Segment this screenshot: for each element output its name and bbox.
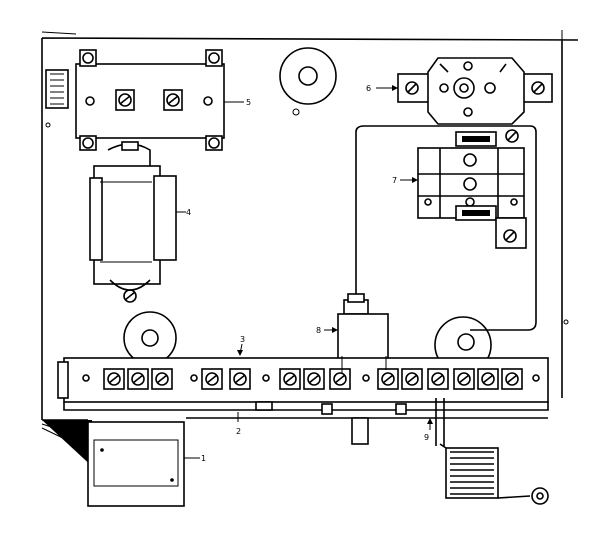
terminal-screw-slot [458,374,470,384]
terminal-screw-slot [234,374,246,384]
grommet-left [123,311,177,365]
terminal-screw-head [431,372,445,386]
terminal-screw-slot [482,374,494,384]
callout-6: 6 [366,84,371,93]
terminal-screw-head [307,372,321,386]
terminal-screw-slot [506,374,518,384]
terminal-screw-head [131,372,145,386]
terminal-screw-head [333,372,347,386]
terminal-screw-head [457,372,471,386]
relay-7 [400,129,527,249]
terminal-screw-head [481,372,495,386]
coil-9 [427,398,549,505]
transformer-4 [89,141,186,303]
terminal-screw-slot [108,374,120,384]
terminal-screw-slot [334,374,346,384]
terminal-screw-head [155,372,169,386]
wire-loop [355,125,537,331]
grommet-top [279,47,337,105]
terminal-screw-head [107,372,121,386]
terminal-screw-head [283,372,297,386]
callout-1: 1 [201,454,206,463]
terminal-screw-slot [432,374,444,384]
terminal-screw-slot [156,374,168,384]
terminal-strip-3 [57,343,549,415]
terminal-screw-head [405,372,419,386]
callout-4: 4 [186,208,191,217]
callout-9: 9 [424,433,429,442]
callout-5: 5 [246,98,251,107]
edge-grommet [45,69,69,109]
callout-3: 3 [240,335,245,344]
terminal-screw-slot [206,374,218,384]
callout-8: 8 [316,326,321,335]
terminal-screw-slot [308,374,320,384]
callout-7: 7 [392,176,397,185]
terminal-screw-head [505,372,519,386]
terminal-screw-slot [132,374,144,384]
terminal-screw-slot [406,374,418,384]
terminal-screw-slot [382,374,394,384]
terminal-screw-slot [284,374,296,384]
terminal-screw-head [205,372,219,386]
terminal-screw-head [233,372,247,386]
callout-2: 2 [236,427,241,436]
cover-plate-1 [41,420,200,507]
terminal-screw-head [381,372,395,386]
terminal-block-5 [75,49,244,151]
switch-6 [376,57,553,125]
